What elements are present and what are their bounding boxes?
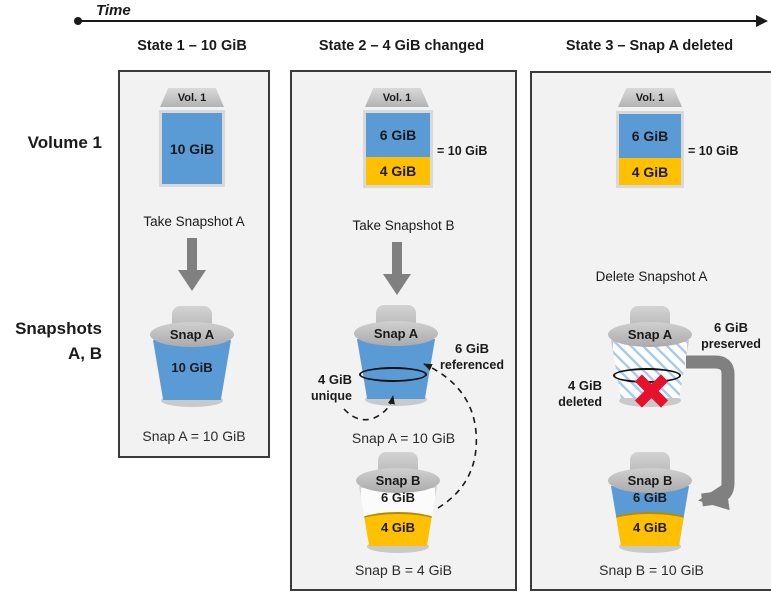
snapshot-name: Snap A <box>627 327 673 342</box>
unique-size: 4 GiB <box>318 372 352 387</box>
preserved-elbow-arrow <box>686 355 735 511</box>
bucket-lid: Snap A <box>150 322 234 347</box>
deleted-x-icon <box>608 306 692 410</box>
bucket-changed-fill <box>611 512 689 546</box>
volume-label: Vol. 1 <box>177 91 207 104</box>
time-axis-origin-dot <box>74 17 82 25</box>
action-text: Delete Snapshot A <box>595 269 708 284</box>
deleted-annotation: 4 GiB deleted <box>532 377 602 411</box>
snapshot-a-bucket-deleted: Snap A <box>608 306 692 410</box>
state-1-header: State 1 – 10 GiB <box>137 38 247 54</box>
state-2-header: State 2 – 4 GiB changed <box>318 38 485 54</box>
volume-icon: 6 GiB 4 GiB <box>363 110 433 188</box>
volume-segment-changed: 4 GiB <box>619 158 681 185</box>
deleted-size: 4 GiB <box>568 378 602 393</box>
snap-b-caption: Snap B = 4 GiB <box>355 562 452 578</box>
volume-segment-unchanged: 6 GiB <box>366 113 430 157</box>
snapshot-a-bucket: Snap A <box>354 305 438 409</box>
bucket-size-label: 10 GiB <box>171 360 213 375</box>
volume-label: Vol. 1 <box>382 91 412 104</box>
row-label-volume: Volume 1 <box>27 133 102 152</box>
snapshot-name: Snap A <box>169 327 215 342</box>
bucket-top-label: 6 GiB <box>381 490 415 505</box>
volume-segment-full: 10 GiB <box>162 113 222 184</box>
referenced-size: 6 GiB <box>455 341 489 356</box>
down-arrow-icon <box>178 238 206 292</box>
time-axis-line <box>80 20 758 22</box>
state-1-panel: Vol. 1 10 GiB Take Snapshot A Snap A 10 … <box>118 70 270 458</box>
snapshot-name: Snap A <box>373 326 419 341</box>
volume-label-tab: Vol. 1 <box>160 88 224 107</box>
bucket-top-label: 6 GiB <box>633 490 667 505</box>
referenced-annotation: 6 GiB referenced <box>434 340 510 374</box>
row-label-snapshots: Snapshots A, B <box>0 316 102 366</box>
action-text: Take Snapshot A <box>143 214 245 229</box>
action-text: Take Snapshot B <box>352 218 455 233</box>
state-2-panel: Vol. 1 6 GiB 4 GiB = 10 GiB Take Snapsho… <box>290 70 517 591</box>
snapshot-b-bucket: Snap B 6 GiB 4 GiB <box>608 452 692 556</box>
state-3-panel: Vol. 1 6 GiB 4 GiB = 10 GiB Delete Snaps… <box>530 71 771 591</box>
snapshot-a-bucket: Snap A 10 GiB <box>150 306 234 410</box>
row-label-snapshots-line1: Snapshots <box>15 319 102 338</box>
bucket-bottom-label: 4 GiB <box>633 520 667 535</box>
bucket-lid: Snap A <box>354 321 438 346</box>
snapshot-b-bucket: Snap B 6 GiB 4 GiB <box>356 452 440 556</box>
bucket-changed-fill <box>359 512 437 546</box>
snap-b-caption: Snap B = 10 GiB <box>599 562 704 578</box>
volume-label-tab: Vol. 1 <box>618 88 682 107</box>
down-arrow-icon <box>383 242 411 296</box>
volume-icon: 6 GiB 4 GiB <box>616 111 684 188</box>
preserved-size: 6 GiB <box>714 320 748 335</box>
time-axis-label: Time <box>96 2 131 19</box>
bucket-body <box>153 340 231 400</box>
bucket-lid: Snap B <box>608 468 692 493</box>
volume-segment-changed: 4 GiB <box>366 157 430 185</box>
snapshot-name: Snap B <box>627 473 673 488</box>
volume-icon: 10 GiB <box>159 110 225 187</box>
snap-a-caption: Snap A = 10 GiB <box>351 430 456 446</box>
referenced-word: referenced <box>440 358 504 372</box>
preserved-annotation: 6 GiB preserved <box>698 319 764 353</box>
state-3-header: State 3 – Snap A deleted <box>565 38 734 54</box>
volume-total-note: = 10 GiB <box>437 144 488 158</box>
volume-segment-unchanged: 6 GiB <box>619 114 681 158</box>
row-label-snapshots-line2: A, B <box>68 344 102 363</box>
unique-word: unique <box>311 389 352 403</box>
deleted-word: deleted <box>558 395 602 409</box>
reference-boundary-ellipse <box>359 367 427 382</box>
snapshot-name: Snap B <box>375 473 421 488</box>
unique-annotation: 4 GiB unique <box>292 371 352 405</box>
volume-label: Vol. 1 <box>635 91 665 104</box>
bucket-bottom-label: 4 GiB <box>381 520 415 535</box>
snap-a-caption: Snap A = 10 GiB <box>142 428 246 444</box>
bucket-body <box>611 486 689 546</box>
time-axis-arrowhead-icon <box>756 15 768 27</box>
preserved-word: preserved <box>701 337 761 351</box>
volume-total-note: = 10 GiB <box>688 144 739 158</box>
bucket-lid: Snap A <box>608 322 692 347</box>
volume-label-tab: Vol. 1 <box>365 88 429 107</box>
